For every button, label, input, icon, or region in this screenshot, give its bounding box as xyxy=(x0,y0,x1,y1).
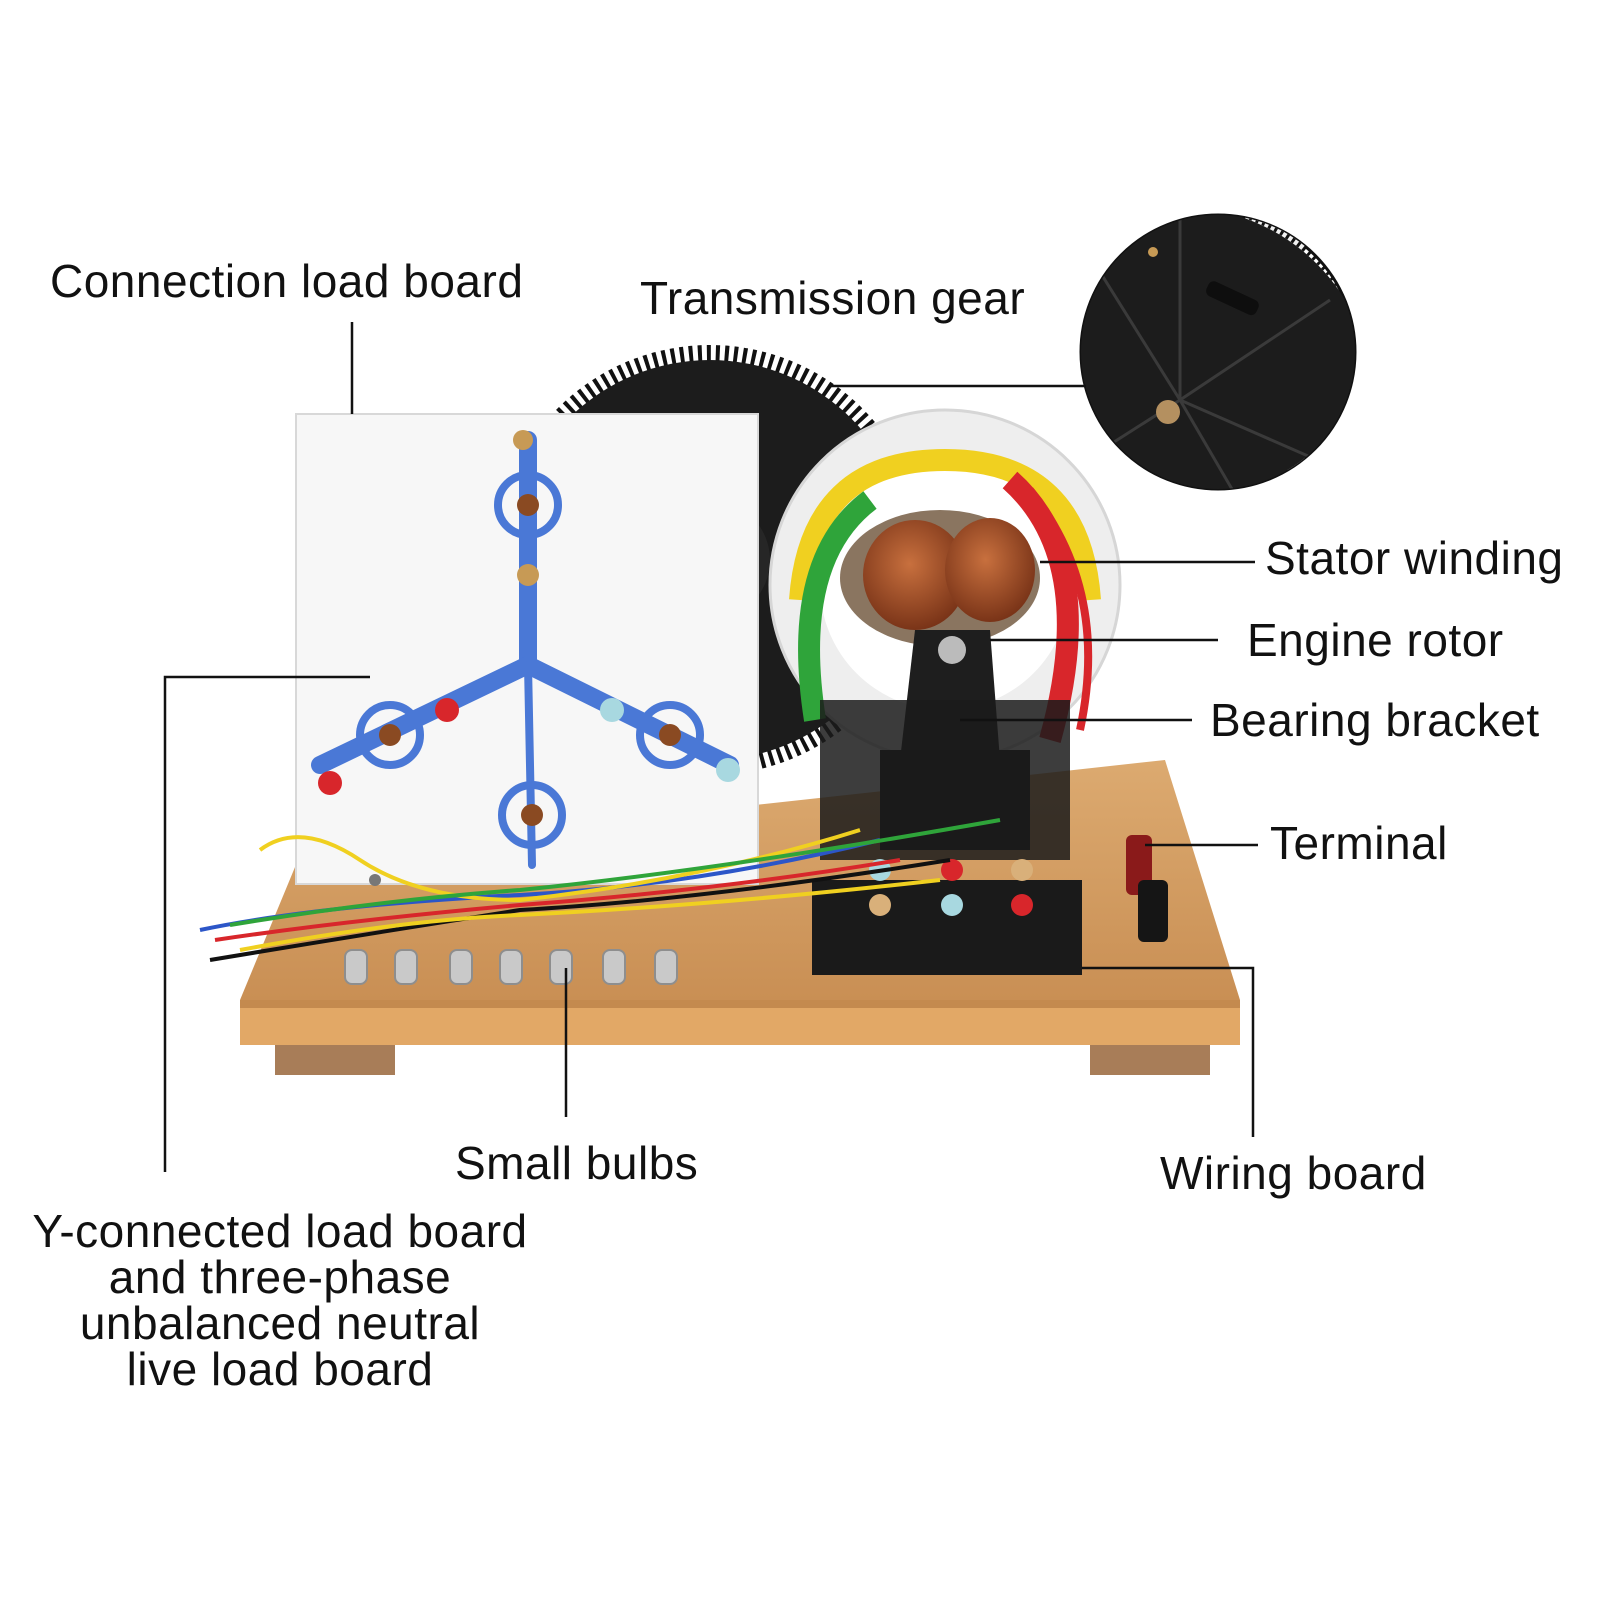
terminals-shape xyxy=(1126,835,1168,942)
label-y-connected-line: unbalanced neutral xyxy=(79,1297,481,1349)
small-bulbs-row xyxy=(344,949,678,985)
bearing-bracket-shape xyxy=(820,630,1070,860)
wire-bundle xyxy=(199,818,1001,962)
rotor-coils xyxy=(840,510,1040,646)
label-stator-winding: Stator winding xyxy=(1265,532,1564,584)
label-y-connected-line: and three-phase xyxy=(108,1251,452,1303)
label-terminal: Terminal xyxy=(1270,817,1448,869)
wiring-board-block xyxy=(812,859,1082,975)
label-small-bulbs: Small bulbs xyxy=(455,1137,699,1189)
label-engine-rotor: Engine rotor xyxy=(1247,614,1504,666)
y-connector xyxy=(311,431,739,869)
leader-lines xyxy=(163,322,1258,1172)
panel-terminals xyxy=(318,430,740,826)
label-bearing-bracket: Bearing bracket xyxy=(1210,694,1540,746)
label-y-connected-line: live load board xyxy=(126,1343,434,1395)
label-connection-load-board: Connection load board xyxy=(50,255,524,307)
label-y-connected-load-board: Y-connected load board and three-phase u… xyxy=(0,1208,560,1392)
label-wiring-board: Wiring board xyxy=(1160,1147,1427,1199)
label-y-connected-line: Y-connected load board xyxy=(32,1205,528,1257)
label-transmission-gear: Transmission gear xyxy=(640,272,1026,324)
